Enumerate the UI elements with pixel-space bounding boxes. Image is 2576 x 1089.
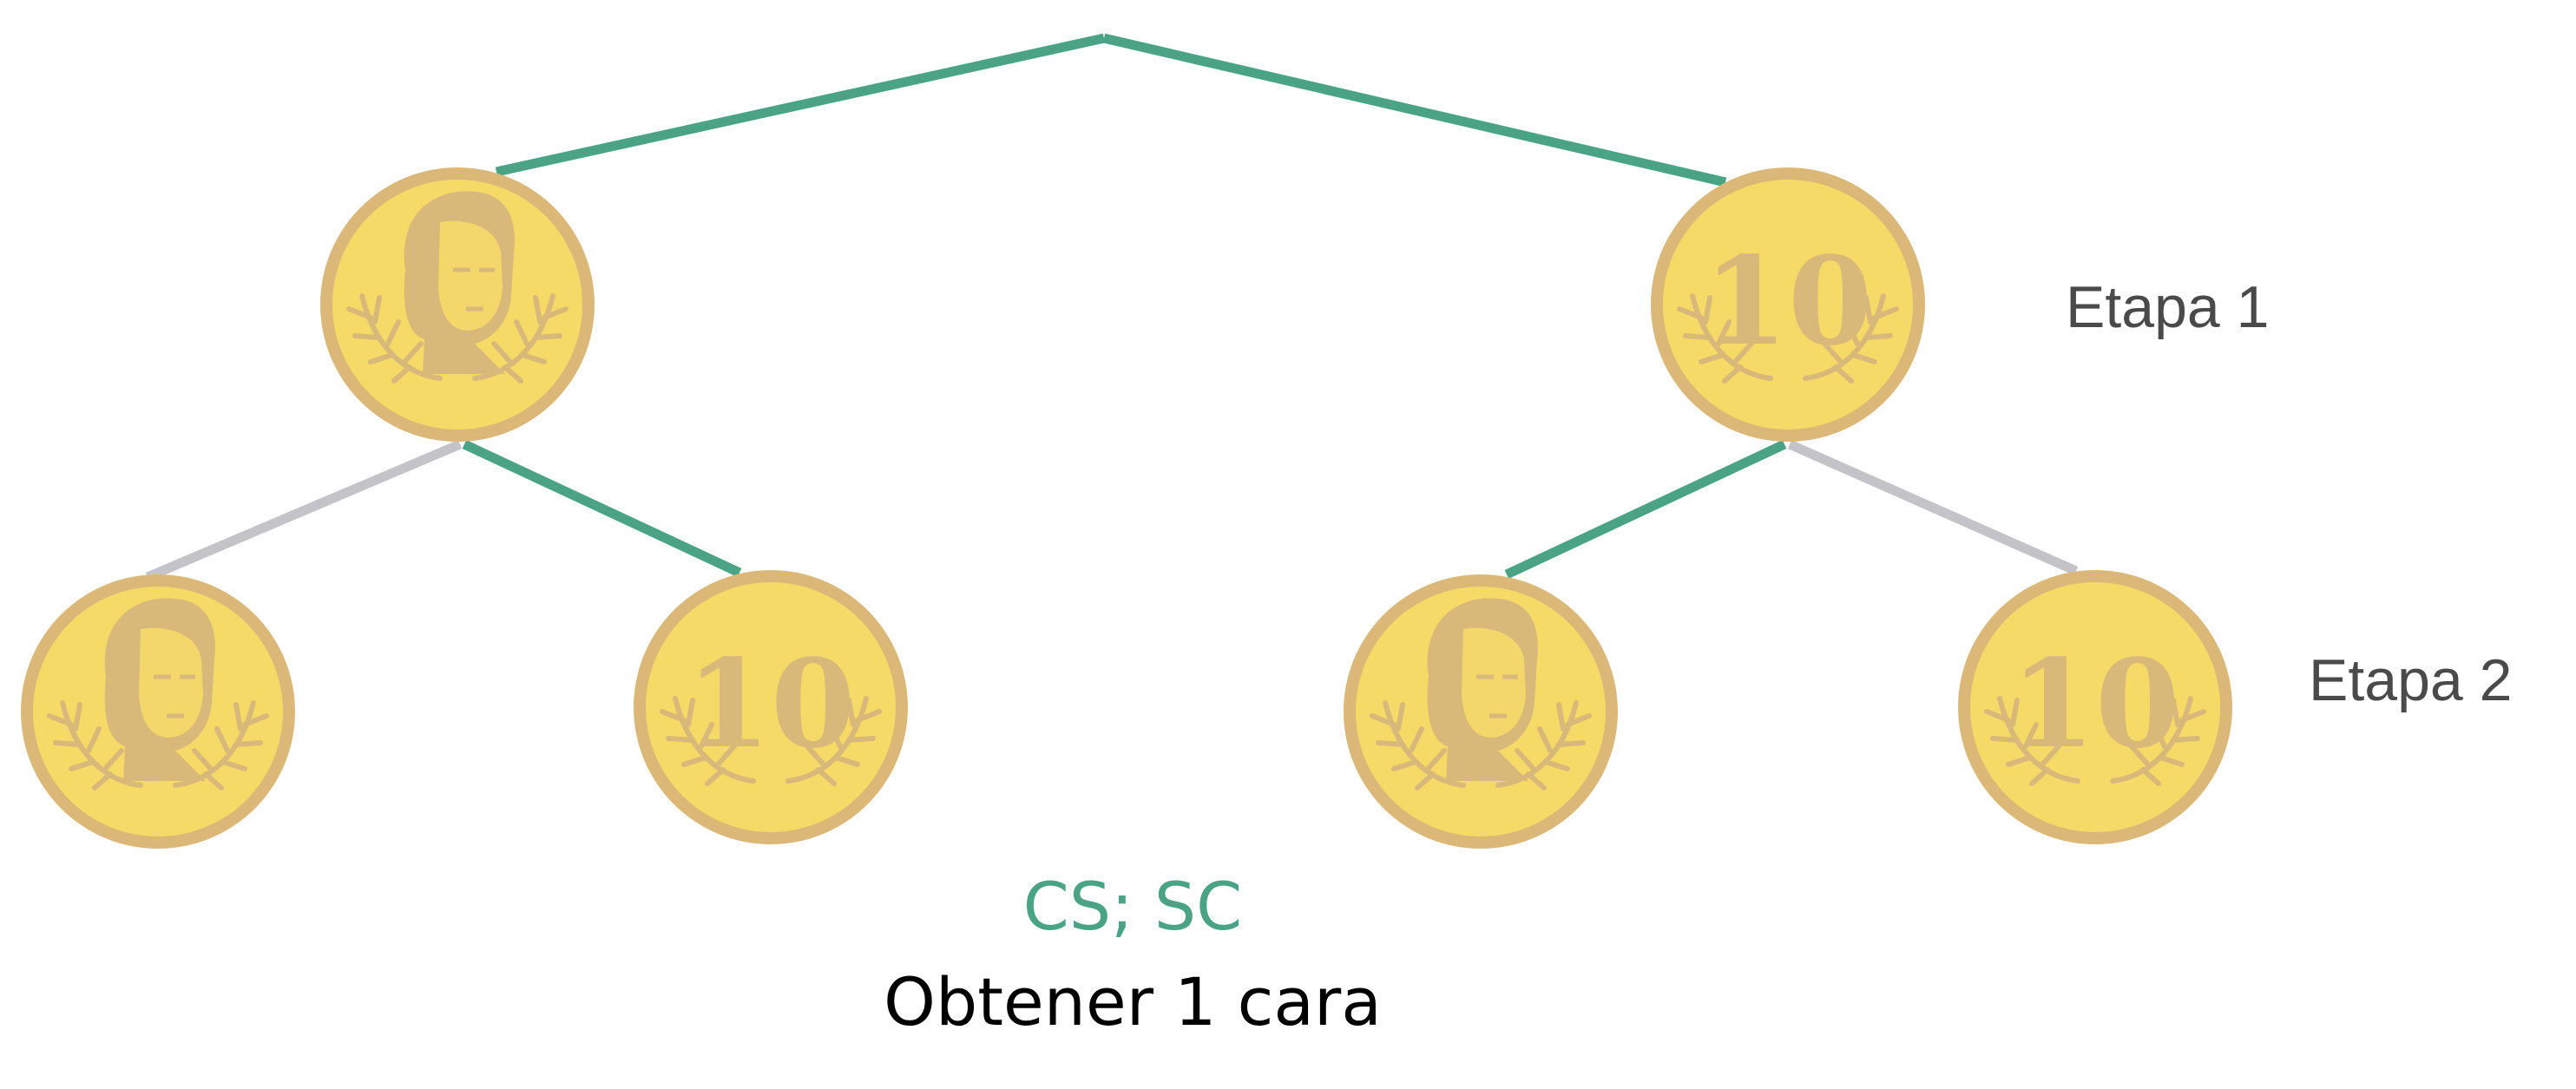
coin-tails: 10 bbox=[1651, 167, 1925, 442]
coin-heads bbox=[320, 167, 595, 442]
coin-denomination: 10 bbox=[2011, 633, 2180, 776]
outcome-description: Obtener 1 cara bbox=[884, 963, 1382, 1040]
outcome-sequences: CS; SC bbox=[1022, 868, 1243, 945]
branch-sello-to-sello bbox=[1787, 439, 2079, 576]
stage-2-label: Etapa 2 bbox=[2309, 647, 2513, 713]
branch-root-to-cara bbox=[495, 33, 1106, 177]
coin-heads bbox=[1344, 574, 1618, 849]
stage-1-label: Etapa 1 bbox=[2066, 274, 2270, 340]
branch-cara-to-sello bbox=[462, 440, 742, 577]
coin-denomination: 10 bbox=[687, 633, 856, 776]
branch-root-to-sello bbox=[1102, 33, 1727, 187]
branch-sello-to-cara bbox=[1504, 440, 1787, 579]
coin-denomination: 10 bbox=[1704, 231, 1873, 373]
coin-tails: 10 bbox=[1958, 570, 2232, 844]
coin-heads bbox=[21, 574, 295, 849]
coin-tails: 10 bbox=[634, 570, 908, 844]
branch-cara-to-cara bbox=[145, 439, 463, 582]
